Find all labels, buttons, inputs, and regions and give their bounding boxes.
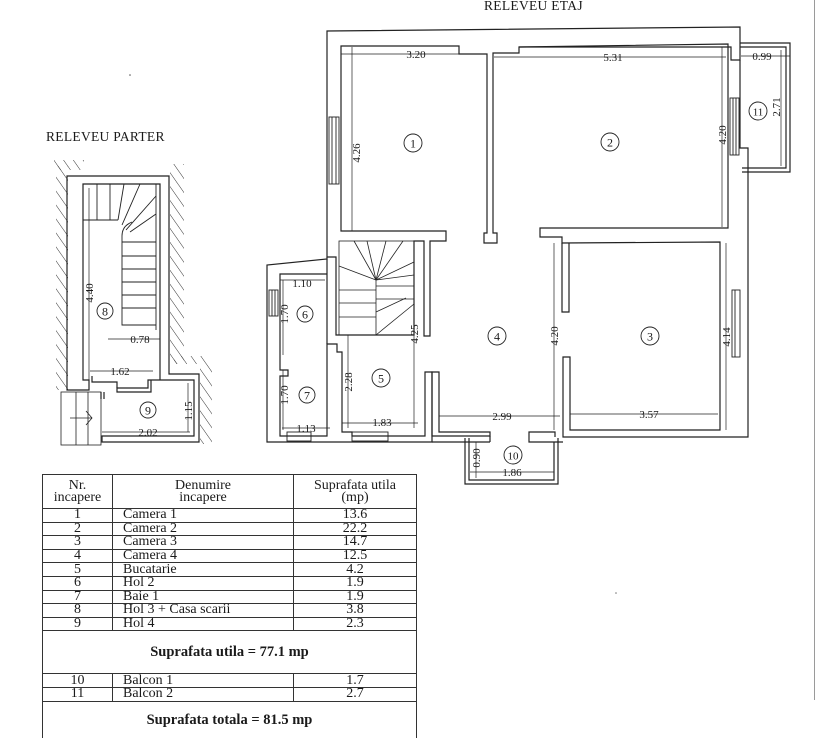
parter-staircase (83, 183, 157, 330)
entry-steps (60, 391, 102, 446)
header-area: Suprafata utila(mp) (293, 474, 417, 509)
room-marker-7: 7 (298, 386, 316, 404)
svg-text:6: 6 (302, 308, 308, 322)
room-marker-11: 11 (748, 101, 768, 121)
room-marker-10: 10 (503, 445, 523, 465)
svg-text:1: 1 (410, 137, 416, 151)
svg-text:11: 11 (753, 107, 764, 119)
subtotal-text: Suprafata utila = 77.1 mp (42, 630, 417, 675)
scan-dot (615, 592, 617, 594)
dim-label: 4.25 (409, 324, 421, 344)
dim-label: 1.13 (296, 423, 316, 435)
svg-text:3: 3 (647, 330, 653, 344)
parter-plan (54, 160, 212, 446)
room-marker-3: 3 (640, 326, 660, 346)
room-marker-1: 1 (403, 133, 423, 153)
etaj-plan-title: RELEVEU ETAJ (484, 0, 583, 13)
etaj-staircase (338, 240, 415, 336)
room-marker-6: 6 (296, 305, 314, 323)
dim-label: 1.86 (502, 467, 522, 479)
scan-dot (129, 74, 131, 76)
dim-label: 2.99 (492, 411, 512, 423)
dim-label: 4.14 (721, 327, 733, 347)
dim-label: 1.70 (279, 385, 291, 405)
dim-label: 5.31 (603, 52, 622, 64)
room-marker-5: 5 (371, 368, 391, 388)
etaj-dimension-lines (280, 47, 790, 478)
dim-label: 3.57 (639, 409, 659, 421)
etaj-plan (266, 26, 791, 485)
svg-text:9: 9 (145, 404, 151, 418)
scan-edge-line (814, 0, 815, 700)
svg-text:10: 10 (508, 451, 520, 463)
dim-label: 2.02 (138, 427, 157, 439)
svg-text:8: 8 (102, 305, 108, 319)
subtotal-row: Suprafata utila = 77.1 mp (42, 630, 417, 675)
dim-label: 4.40 (84, 283, 96, 303)
total-text: Suprafata totala = 81.5 mp (42, 700, 417, 738)
dim-label: 0.78 (130, 334, 150, 346)
dim-label: 1.70 (279, 304, 291, 324)
svg-text:4: 4 (494, 330, 500, 344)
dim-label: 1.62 (110, 366, 129, 378)
total-row: Suprafata totala = 81.5 mp (42, 700, 417, 738)
parter-dimension-labels: 4.40 0.78 1.62 1.15 2.02 (84, 283, 195, 439)
etaj-room-markers: 1 2 3 4 5 6 7 10 11 (296, 101, 768, 465)
room-marker-8: 8 (96, 302, 114, 320)
room-marker-2: 2 (600, 132, 620, 152)
dim-label: 2.71 (771, 97, 783, 116)
svg-text:5: 5 (378, 372, 384, 386)
dim-label: 1.10 (292, 278, 312, 290)
windows (268, 97, 741, 442)
dim-label: 1.15 (183, 401, 195, 421)
dim-label: 4.20 (549, 326, 561, 346)
room-marker-9: 9 (139, 401, 157, 419)
dim-label: 0.99 (752, 51, 772, 63)
header-nr: Nr.incapere (42, 474, 113, 509)
dim-label: 1.83 (372, 417, 392, 429)
dim-label: 4.20 (717, 125, 729, 145)
earth-hatching (54, 160, 212, 444)
parter-room-markers: 8 9 (96, 302, 157, 419)
etaj-dimension-labels: 3.20 5.31 0.99 2.71 4.26 4.20 4.20 4.14 … (279, 49, 783, 479)
dim-label: 4.26 (351, 143, 363, 163)
parter-dimension-lines (88, 188, 190, 433)
parter-plan-title: RELEVEU PARTER (46, 129, 165, 144)
dim-label: 2.28 (343, 372, 355, 392)
dim-label: 0.90 (471, 448, 483, 468)
entry-arrow-icon (70, 410, 93, 426)
svg-text:7: 7 (304, 389, 310, 403)
room-marker-4: 4 (487, 326, 507, 346)
svg-text:2: 2 (607, 136, 613, 150)
dim-label: 3.20 (406, 49, 426, 61)
